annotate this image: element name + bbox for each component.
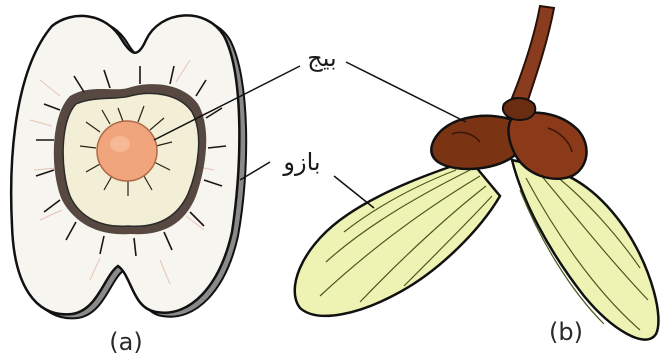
wing-label: بازو xyxy=(282,148,320,176)
seed-label: بیج xyxy=(307,44,336,72)
seed-pod-left xyxy=(431,116,521,169)
panel-a-caption: (a) xyxy=(109,328,142,354)
wing-left xyxy=(295,160,500,316)
seed-core xyxy=(97,121,157,181)
seed-leader-b xyxy=(346,62,466,122)
panel-b-maple-samara xyxy=(295,6,659,340)
wing-right xyxy=(512,160,658,340)
panel-b-caption: (b) xyxy=(549,318,583,346)
panel-a-winged-seed xyxy=(11,15,246,318)
wing-leader-b xyxy=(334,176,374,208)
stalk xyxy=(512,6,554,100)
